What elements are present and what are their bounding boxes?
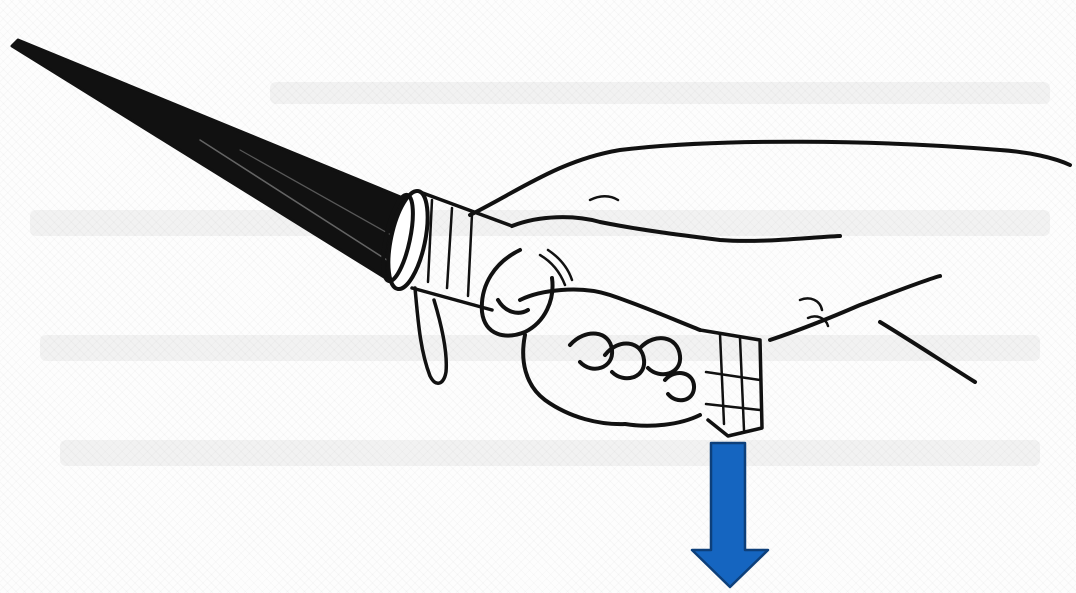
whip-lash [12,40,420,282]
arrow-down-icon [688,440,772,590]
whip-handle [412,192,762,436]
hand-outline [470,142,1070,426]
whip-tail [415,288,446,383]
